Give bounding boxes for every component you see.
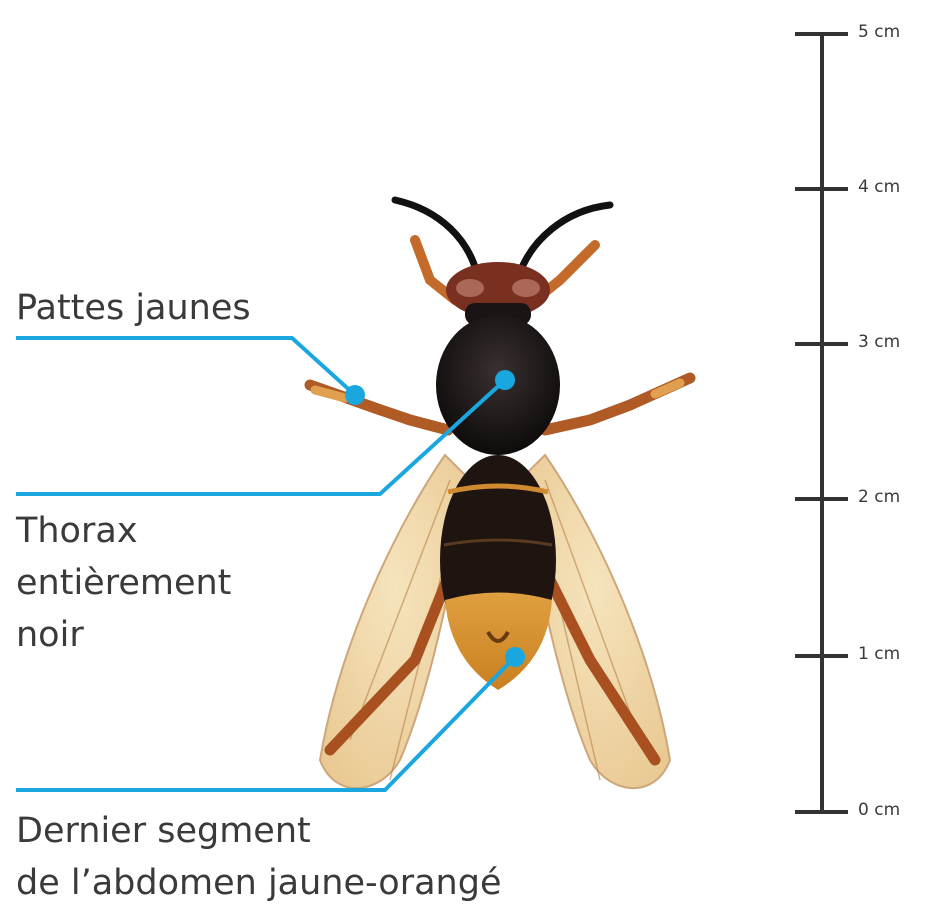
callout-label-thorax-line: entièrement (16, 557, 231, 609)
antenna-left (395, 200, 478, 278)
callout-dot-abdomen (505, 647, 525, 667)
callout-dot-legs (345, 385, 365, 405)
scale-label-4: 4 cm (858, 177, 900, 197)
callout-label-thorax: Thorax entièrement noir (16, 505, 231, 661)
scale-label-5: 5 cm (858, 22, 900, 42)
scale-label-0: 0 cm (858, 800, 900, 820)
callout-label-thorax-line: Thorax (16, 505, 231, 557)
callout-abdomen (16, 647, 525, 790)
callout-label-abdomen-line: de l’abdomen jaune-orangé (16, 857, 502, 909)
scale-label-3: 3 cm (858, 332, 900, 352)
callout-label-legs: Pattes jaunes (16, 288, 251, 328)
callout-dot-thorax (495, 370, 515, 390)
callout-legs (16, 338, 365, 405)
scale-label-2: 2 cm (858, 487, 900, 507)
scale-bar (795, 34, 848, 812)
callout-label-thorax-line: noir (16, 609, 231, 661)
scale-label-1: 1 cm (858, 644, 900, 664)
callout-label-abdomen: Dernier segment de l’abdomen jaune-orang… (16, 805, 502, 909)
callout-label-abdomen-line: Dernier segment (16, 805, 502, 857)
